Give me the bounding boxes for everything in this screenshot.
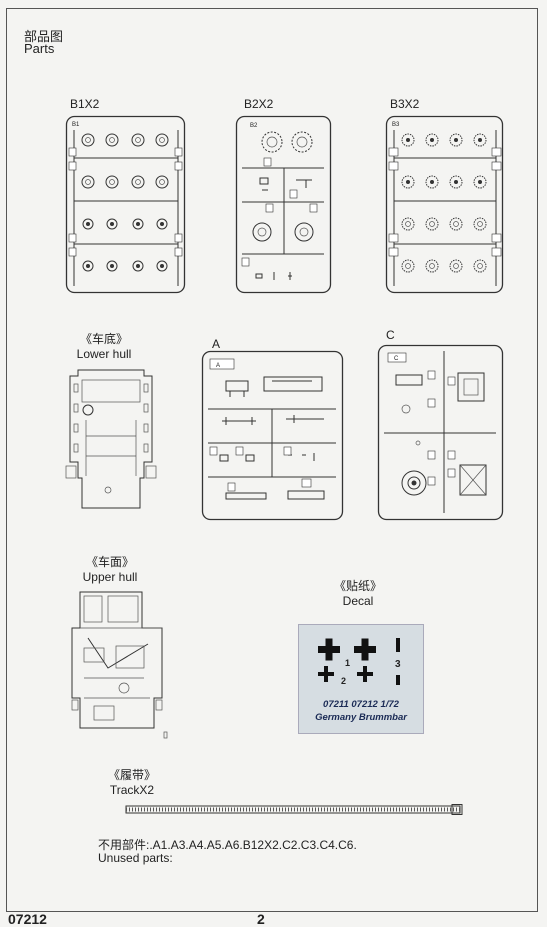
lower-hull-drawing bbox=[65, 369, 157, 509]
lower-hull-label-cn: 《车底》 bbox=[79, 332, 128, 346]
decal-code: 07211 07212 1/72 bbox=[323, 699, 399, 710]
upper-hull-label-en: Upper hull bbox=[82, 570, 138, 584]
track-label-cn: 《履带》 bbox=[107, 768, 156, 782]
decal-crosses bbox=[318, 638, 400, 685]
sprue-b3: B3 bbox=[385, 115, 504, 294]
decal-name: Germany Brummbar bbox=[315, 712, 407, 723]
sprue-b3-tag: B3 bbox=[392, 122, 400, 128]
decal-sheet: 1 2 3 07211 07212 1/72 Germany Brummbar bbox=[298, 624, 424, 734]
unused-parts-list: .A1.A3.A4.A5.A6.B12X2.C2.C3.C4.C6. bbox=[149, 838, 357, 852]
unused-parts-line: 不用部件:.A1.A3.A4.A5.A6.B12X2.C2.C3.C4.C6. bbox=[98, 836, 357, 853]
sprue-b1-wheels bbox=[81, 133, 169, 272]
decal-mark-3: 3 bbox=[395, 659, 401, 670]
header-title-cn: 部品图 bbox=[24, 29, 64, 44]
footer-model-code: 07212 bbox=[8, 911, 47, 927]
sprue-a: A bbox=[201, 350, 344, 521]
sprue-b2-label: B2X2 bbox=[244, 97, 274, 111]
sprue-b3-label: B3X2 bbox=[390, 97, 420, 111]
track-strip bbox=[125, 804, 463, 815]
sprue-c: C bbox=[377, 344, 504, 521]
sprue-b2-tag: B2 bbox=[250, 123, 258, 129]
upper-hull-drawing bbox=[71, 591, 168, 739]
lower-hull-label-en: Lower hull bbox=[76, 347, 132, 361]
unused-parts-label-en: Unused parts: bbox=[98, 851, 173, 865]
sprue-c-tag: C bbox=[394, 356, 399, 362]
unused-parts-label-cn: 不用部件: bbox=[98, 838, 150, 852]
sprue-a-label: A bbox=[212, 337, 221, 351]
sprue-b1-tag: B1 bbox=[72, 122, 80, 128]
sprue-b3-road-wheels bbox=[401, 133, 487, 273]
upper-hull-label-cn: 《车面》 bbox=[85, 555, 134, 569]
sprue-a-tag: A bbox=[216, 363, 220, 369]
page-border bbox=[6, 8, 538, 912]
sprue-b1-label: B1X2 bbox=[70, 97, 100, 111]
sprue-b2-sprockets bbox=[252, 131, 314, 280]
sprue-b1: B1 bbox=[65, 115, 186, 294]
track-label-en: TrackX2 bbox=[109, 783, 155, 797]
sprue-c-label: C bbox=[386, 328, 395, 342]
footer-page-number: 2 bbox=[257, 911, 265, 927]
header-title-en: Parts bbox=[24, 41, 55, 56]
decal-mark-2: 2 bbox=[341, 676, 347, 686]
decal-label-en: Decal bbox=[342, 594, 374, 608]
sprue-b2: B2 bbox=[235, 115, 332, 294]
decal-label-cn: 《贴纸》 bbox=[333, 579, 382, 593]
decal-mark-1: 1 bbox=[345, 658, 351, 668]
